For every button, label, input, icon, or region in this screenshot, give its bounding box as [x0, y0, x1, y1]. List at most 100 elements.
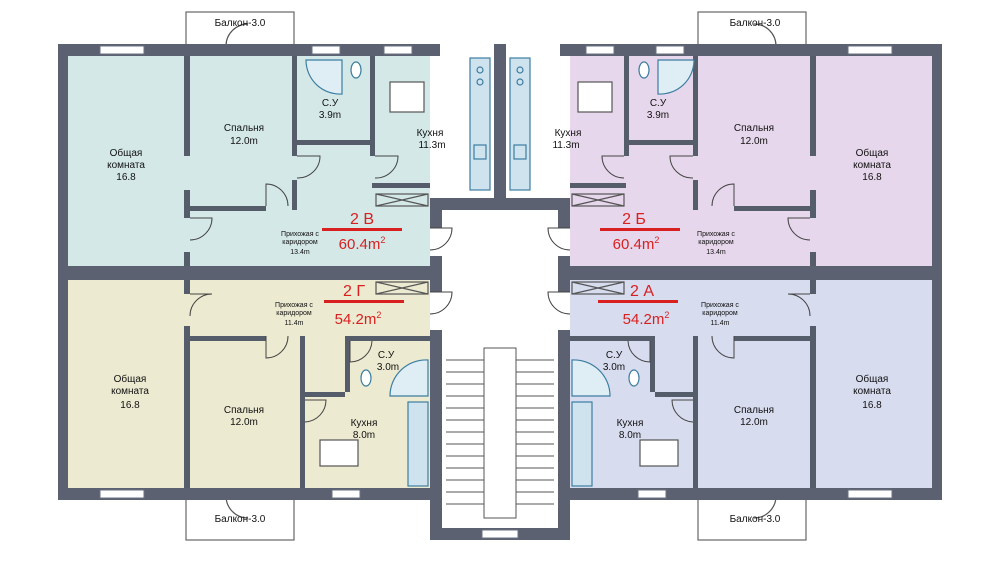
sink-icon-tl — [473, 144, 487, 160]
partition-tl-4 — [190, 206, 266, 211]
apartment-markers — [322, 228, 680, 303]
partition-tr-4 — [734, 206, 810, 211]
partition-bl-7 — [305, 392, 345, 397]
bathtub-icon-tl — [305, 59, 343, 95]
apt-2v-hall-name1: Прихожая с — [281, 231, 319, 238]
apt-2a-hall-name2: каридором — [702, 310, 738, 317]
apt-2b-bedroom-size: 12.0m — [740, 136, 768, 147]
apt-2a-living-name1: Общая — [856, 373, 889, 385]
partition-tr-5 — [693, 56, 698, 156]
apt-2g-kitchen-size: 8.0m — [353, 430, 375, 441]
partition-tr-6 — [693, 180, 698, 210]
apt-2v-id: 2 В — [350, 211, 374, 228]
apt-2b-id: 2 Б — [622, 211, 646, 228]
counter-br — [571, 401, 593, 487]
apt-2g-bedroom-name: Спальня — [224, 405, 264, 416]
toilet-icon-br — [628, 369, 640, 387]
table-tr — [577, 81, 613, 113]
marker-bar-2g — [324, 300, 404, 303]
apt-2b-living-size: 16.8 — [862, 172, 882, 183]
partition-bl-3 — [190, 336, 266, 341]
window-stair — [481, 529, 519, 539]
balcony-top-right — [697, 11, 807, 47]
stove-icon-tl — [476, 66, 484, 74]
apt-2a-fill — [570, 280, 934, 490]
toilet-icon-bl — [360, 369, 372, 387]
wall-mid-left — [58, 266, 430, 280]
window-tl-2 — [311, 45, 341, 55]
window-br-2 — [637, 489, 667, 499]
partition-tr-8 — [624, 56, 629, 156]
apt-2g-living-name2: комната — [111, 386, 149, 397]
door-tl-entry — [429, 227, 453, 251]
apt-2v-living-name1: Общая — [110, 147, 143, 159]
window-br-1 — [847, 489, 893, 499]
apt-2g-wc-size: 3.0m — [377, 362, 399, 373]
apt-2b-living-name2: комната — [853, 160, 891, 171]
counter-bl — [407, 401, 429, 487]
door-tr-bedroom — [711, 183, 735, 207]
door-tl-bedroom — [265, 183, 289, 207]
table-tl — [389, 81, 425, 113]
apt-2b-bedroom-name: Спальня — [734, 123, 774, 134]
apt-2g-living-name1: Общая — [114, 373, 147, 385]
partition-br-6 — [570, 336, 655, 341]
window-bl-1 — [99, 489, 145, 499]
partition-tl-9 — [372, 183, 430, 188]
partition-tl-6 — [292, 180, 297, 210]
apt-2a-id: 2 А — [630, 283, 654, 300]
apt-2g-hall-name2: каридором — [276, 310, 312, 317]
apt-2b-wc-size: 3.9m — [647, 110, 669, 121]
window-tl-1 — [99, 45, 145, 55]
apt-2v-living-size: 16.8 — [116, 172, 136, 183]
apt-2a-living-name2: комната — [853, 386, 891, 397]
door-tr-entry — [547, 227, 571, 251]
apt-2a-area-value: 54.2m — [623, 311, 665, 328]
door-bl-living — [189, 293, 213, 317]
apt-2a-wc-size: 3.0m — [603, 362, 625, 373]
apt-2v-area: 60.4m2 — [339, 235, 386, 253]
apt-2v-hall-size: 13.4m — [290, 249, 310, 256]
bathtub-icon-bl — [389, 359, 429, 397]
bathtub-icon-br — [571, 359, 611, 397]
stove-icon-tr — [516, 66, 524, 74]
apt-2a-bedroom-name: Спальня — [734, 405, 774, 416]
balcony-label-top-left: Балкон-3.0 — [215, 18, 266, 29]
apt-2b-wc-name: С.У — [650, 98, 667, 109]
window-tr-3 — [585, 45, 615, 55]
door-br-bedroom — [711, 335, 735, 359]
bathtub-icon-tr — [657, 59, 695, 95]
door-tr-living — [787, 217, 811, 241]
counter-tr — [509, 57, 531, 191]
apt-2v-hall-name2: каридором — [282, 239, 318, 246]
stove-icon-tl-2 — [476, 78, 484, 86]
apt-2g-area: 54.2m2 — [335, 310, 382, 328]
door-tl-wc — [296, 155, 321, 179]
apt-2v-wc-name: С.У — [322, 98, 339, 109]
stair-core — [483, 347, 517, 519]
wall-center-top — [494, 44, 506, 210]
apt-2v-kitchen-name: Кухня — [417, 128, 444, 139]
apt-2v-wc-size: 3.9m — [319, 110, 341, 121]
apt-2b-area-exp: 2 — [654, 235, 659, 245]
partition-tl-8 — [370, 56, 375, 156]
partition-br-7 — [655, 392, 693, 397]
partition-tr-7 — [626, 140, 693, 145]
apt-2b-hall-size: 13.4m — [706, 249, 726, 256]
apt-2a-kitchen-name: Кухня — [617, 418, 644, 429]
toilet-icon-tr — [638, 61, 650, 79]
partition-br-3 — [734, 336, 810, 341]
window-tr-1 — [847, 45, 893, 55]
apt-2a-wc-name: С.У — [606, 350, 623, 361]
door-bl-wc — [349, 340, 373, 363]
door-br-entry — [547, 291, 571, 315]
stair-wall-right-mid — [558, 256, 570, 292]
partition-bl-1 — [184, 280, 190, 294]
marker-bar-2v — [322, 228, 402, 231]
apt-2g-hall-size: 11.4m — [285, 320, 304, 327]
apt-2g-living-size: 16.8 — [120, 400, 140, 411]
toilet-icon-tl — [350, 61, 362, 79]
apt-2g-wc-name: С.У — [378, 350, 395, 361]
partition-tl-5 — [292, 56, 297, 156]
window-bl-2 — [331, 489, 361, 499]
